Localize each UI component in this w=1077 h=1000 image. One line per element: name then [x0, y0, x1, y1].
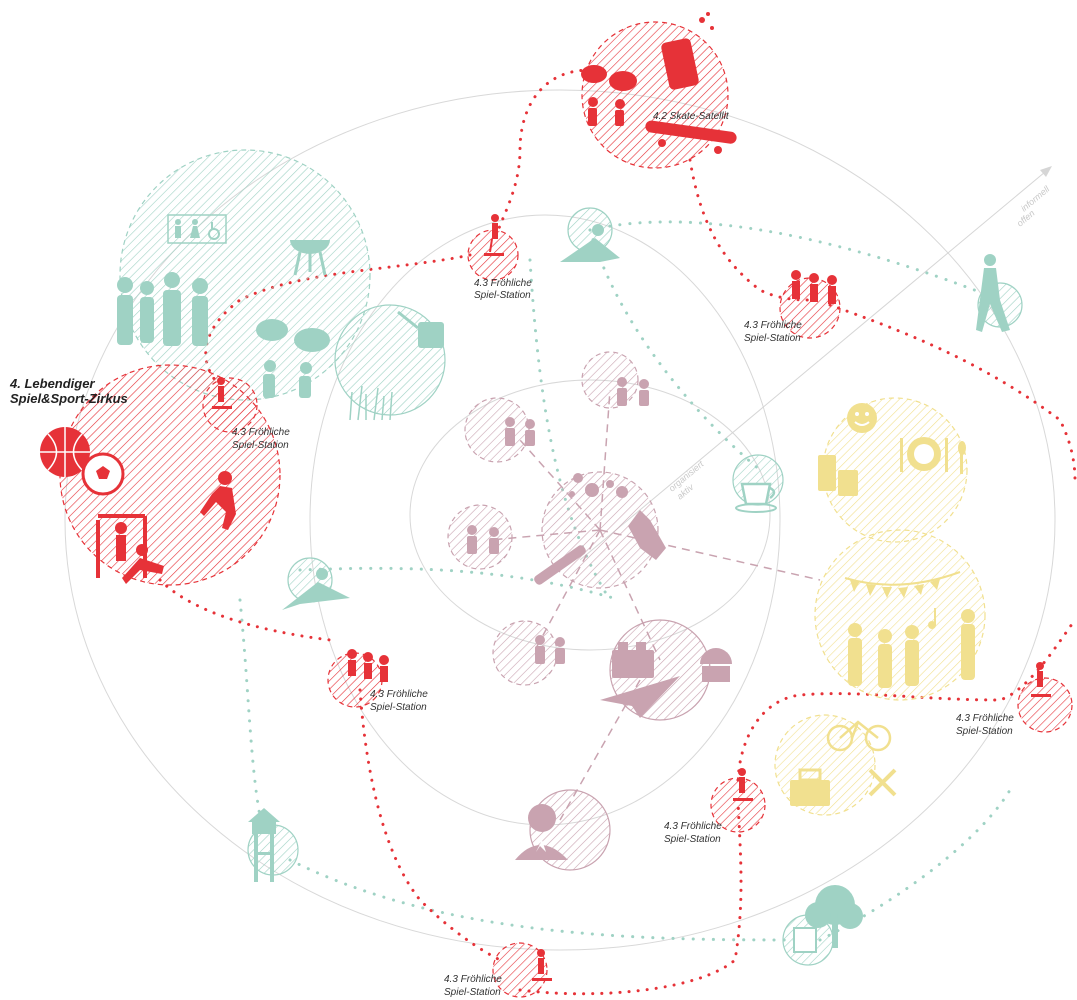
spray-can-icon — [661, 12, 714, 90]
meeting-people-icon — [467, 377, 649, 664]
drinks-icon — [818, 455, 858, 496]
satellite-label: 4.2 Skate-Satellit — [653, 111, 730, 122]
station-6 — [710, 768, 766, 833]
station-3-label-line2: Spiel-Station — [232, 440, 289, 451]
observatory-icon — [700, 648, 732, 682]
station-2-label-line2: Spiel-Station — [744, 333, 801, 344]
grass-icon — [349, 385, 393, 421]
station-3 — [202, 377, 258, 433]
plate-cutlery-icon — [900, 437, 966, 474]
grill-icon — [290, 240, 330, 276]
food-festival-zone — [774, 397, 986, 816]
station-labels: 4.3 Fröhliche Spiel-Station 4.3 Fröhlich… — [232, 278, 1014, 998]
skateboard-icon — [645, 120, 737, 154]
zone-title-line2: Spiel&Sport-Zirkus — [10, 391, 128, 406]
bubbles-icon — [569, 473, 628, 498]
basketball-icon — [40, 427, 90, 477]
axis-label-informell: informell — [1019, 183, 1052, 213]
lego-brick-icon — [612, 642, 654, 678]
climber-icon — [200, 471, 236, 530]
lookout-tower-icon — [248, 808, 280, 882]
reclining-person-icon — [560, 224, 620, 262]
music-note-icon — [928, 608, 936, 629]
center-cluster — [447, 351, 732, 871]
station-4 — [327, 649, 389, 708]
play-stations — [202, 214, 1073, 998]
station-5-label-line1: 4.3 Fröhliche — [956, 713, 1014, 724]
document-icon — [793, 927, 817, 953]
wrench-icon — [868, 768, 897, 797]
athletes-icon — [115, 522, 164, 584]
bicycle-icon — [826, 720, 892, 752]
station-5-label-line2: Spiel-Station — [956, 726, 1013, 737]
sitting-people-icon — [588, 97, 625, 126]
jumper-icon — [212, 377, 232, 409]
running-kids-icon — [791, 270, 837, 304]
jumper-icon — [532, 949, 552, 981]
tree-icon — [805, 885, 863, 948]
station-3-label-line1: 4.3 Fröhliche — [232, 427, 290, 438]
jumper-icon — [733, 768, 753, 801]
station-4-label-line1: 4.3 Fröhliche — [370, 689, 428, 700]
station-6-label-line1: 4.3 Fröhliche — [664, 821, 722, 832]
jumper-icon — [1031, 662, 1051, 697]
speech-bubbles-icon — [256, 319, 330, 352]
brush-icon — [534, 545, 586, 585]
reclining-person-icon — [282, 568, 350, 610]
toolbox-icon — [790, 768, 830, 806]
station-7 — [492, 942, 552, 998]
people-group-icon — [117, 272, 208, 346]
sitting-people-icon — [263, 360, 312, 398]
station-1 — [467, 214, 519, 281]
dancers-icon — [848, 609, 975, 688]
community-zone — [117, 149, 446, 421]
coffee-cup-icon — [735, 482, 777, 513]
smiley-icon — [847, 403, 877, 433]
running-kids-icon — [347, 649, 389, 682]
mint-dotted-path — [238, 220, 1012, 942]
bunting-icon — [844, 571, 961, 598]
wheelchair-icon — [208, 222, 220, 240]
walking-person-icon — [976, 254, 1010, 332]
jumper-icon — [484, 214, 504, 256]
mint-small-circles — [247, 207, 1023, 966]
skate-satellite: 4.2 Skate-Satellit — [581, 12, 737, 169]
toilet-icon — [167, 214, 227, 244]
station-1-label-line2: Spiel-Station — [474, 290, 531, 301]
station-7-label-line2: Spiel-Station — [444, 987, 501, 998]
soccer-ball-icon — [81, 452, 125, 496]
person-avatar-icon — [515, 804, 568, 860]
watering-can-icon — [397, 310, 444, 348]
station-5 — [1017, 662, 1073, 733]
speech-bubbles-icon — [581, 65, 637, 91]
station-2-label-line1: 4.3 Fröhliche — [744, 320, 802, 331]
outer-ring — [64, 89, 1056, 951]
paper-plane-icon — [600, 676, 680, 718]
zone-title-line1: 4. Lebendiger — [9, 376, 95, 391]
axis-arrow — [579, 166, 1052, 561]
station-2 — [779, 270, 841, 339]
hand-icon — [628, 510, 666, 560]
axis-label-offen: offen — [1015, 208, 1037, 229]
station-7-label-line1: 4.3 Fröhliche — [444, 974, 502, 985]
station-1-label-line1: 4.3 Fröhliche — [474, 278, 532, 289]
station-4-label-line2: Spiel-Station — [370, 702, 427, 713]
station-6-label-line2: Spiel-Station — [664, 834, 721, 845]
